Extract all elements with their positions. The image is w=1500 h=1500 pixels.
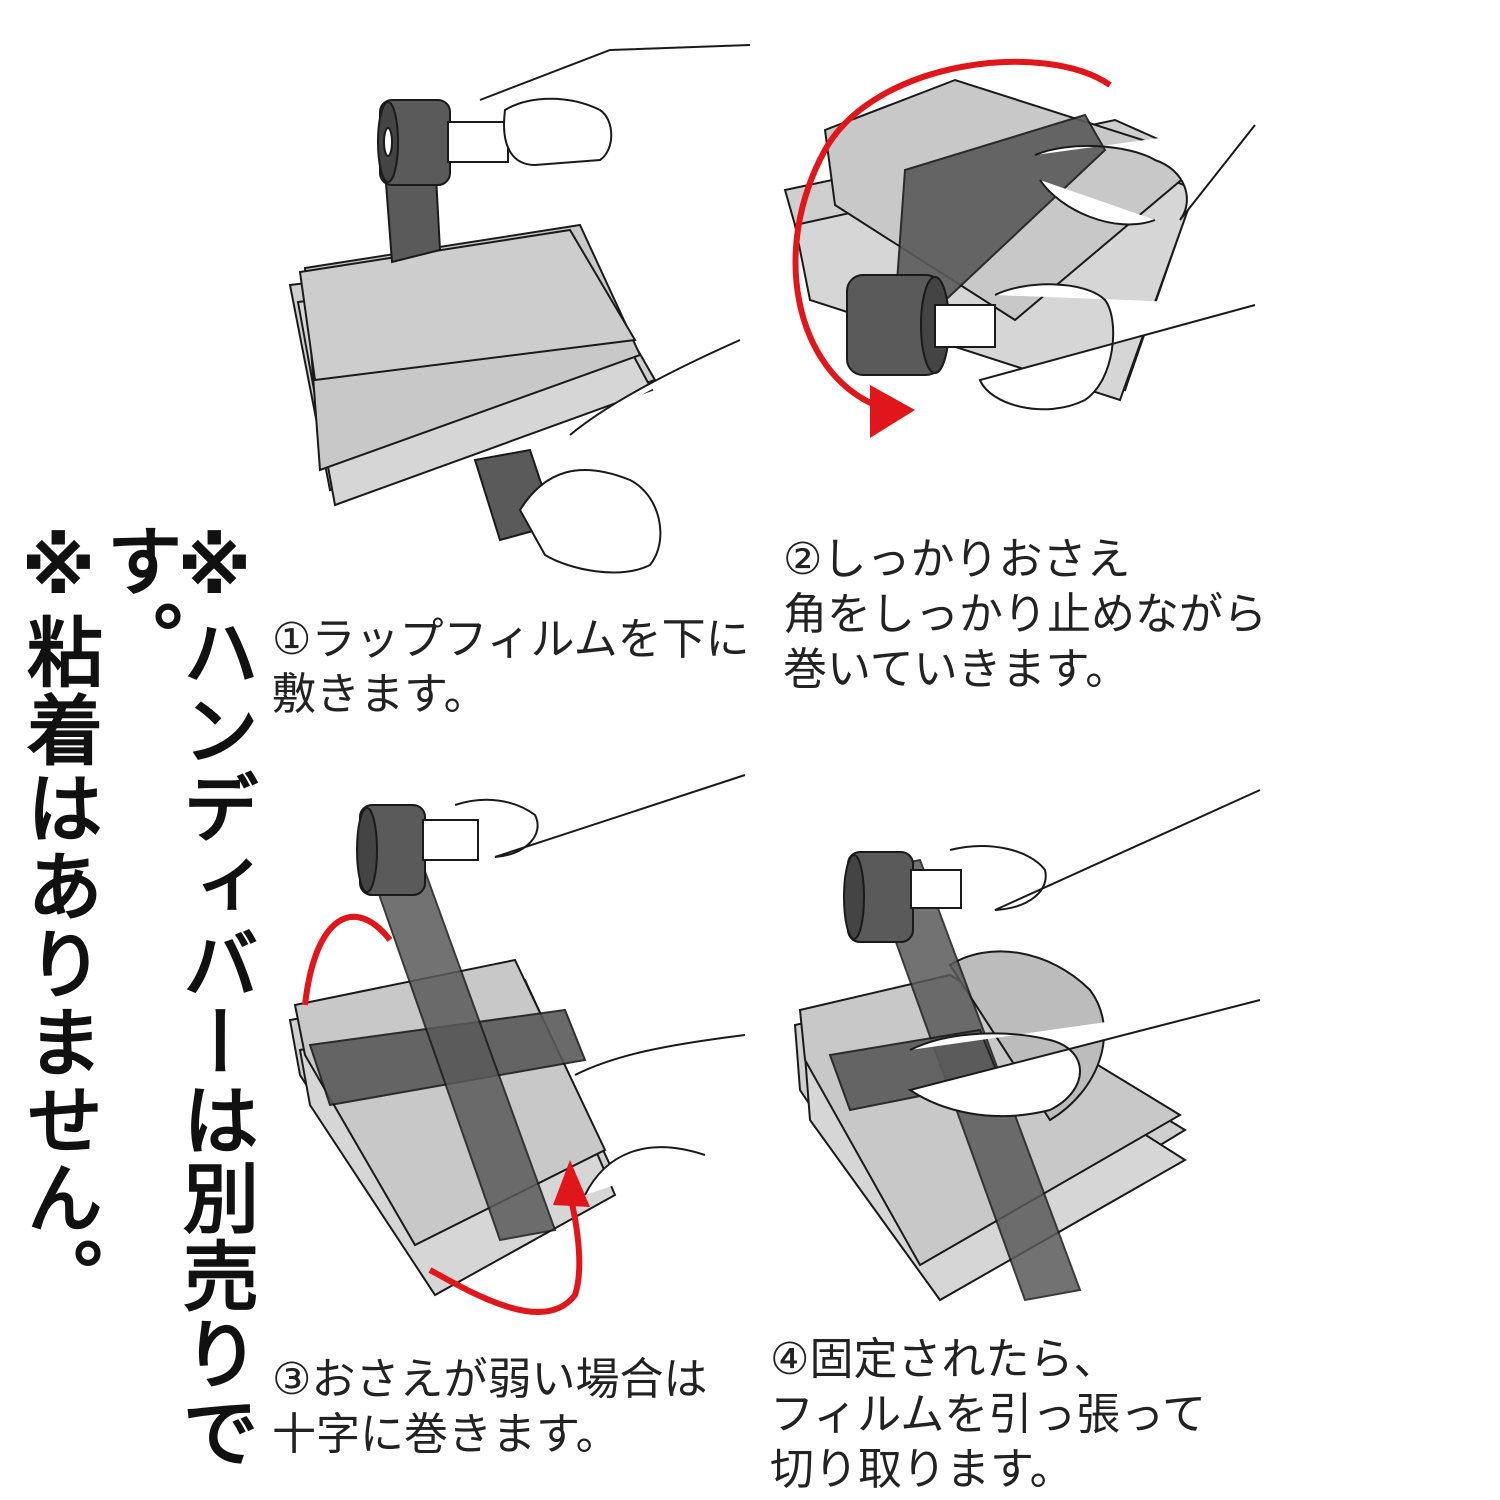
hand-top bbox=[455, 775, 745, 857]
caption-line: ④固定されたら、 bbox=[770, 1332, 1206, 1387]
caption-line: 敷きます。 bbox=[272, 667, 750, 722]
hand-right bbox=[575, 1035, 745, 1195]
caption-line: フィルムを引っ張って bbox=[770, 1387, 1206, 1442]
step-2-caption: ②しっかりおさえ 角をしっかり止めながら 巻いていきます。 bbox=[783, 532, 1267, 697]
caption-line: ③おさえが弱い場合は bbox=[272, 1352, 707, 1407]
arrow-head bbox=[870, 385, 915, 438]
hand-top bbox=[950, 790, 1260, 910]
caption-line: 巻いていきます。 bbox=[783, 642, 1267, 697]
handy-bar-note: ※ハンディバーは別売りです。 bbox=[100, 522, 252, 1500]
caption-line: 角をしっかり止めながら bbox=[783, 587, 1267, 642]
step-4-illustration bbox=[790, 790, 1260, 1320]
step-3-caption: ③おさえが弱い場合は 十字に巻きます。 bbox=[272, 1352, 707, 1462]
caption-line: 十字に巻きます。 bbox=[272, 1407, 707, 1462]
step-2-illustration bbox=[785, 60, 1255, 460]
step-4-caption: ④固定されたら、 フィルムを引っ張って 切り取ります。 bbox=[770, 1332, 1206, 1497]
step-1-caption: ①ラップフィルムを下に 敷きます。 bbox=[272, 612, 750, 722]
caption-line: ①ラップフィルムを下に bbox=[272, 612, 750, 667]
step-1-illustration bbox=[280, 40, 760, 580]
no-adhesive-note: ※粘着はありません。 bbox=[20, 522, 96, 1315]
caption-line: 切り取ります。 bbox=[770, 1442, 1206, 1497]
caption-line: ②しっかりおさえ bbox=[783, 532, 1267, 587]
paper-stack bbox=[290, 225, 655, 505]
step-3-illustration bbox=[285, 775, 745, 1355]
hand-top bbox=[480, 45, 750, 165]
